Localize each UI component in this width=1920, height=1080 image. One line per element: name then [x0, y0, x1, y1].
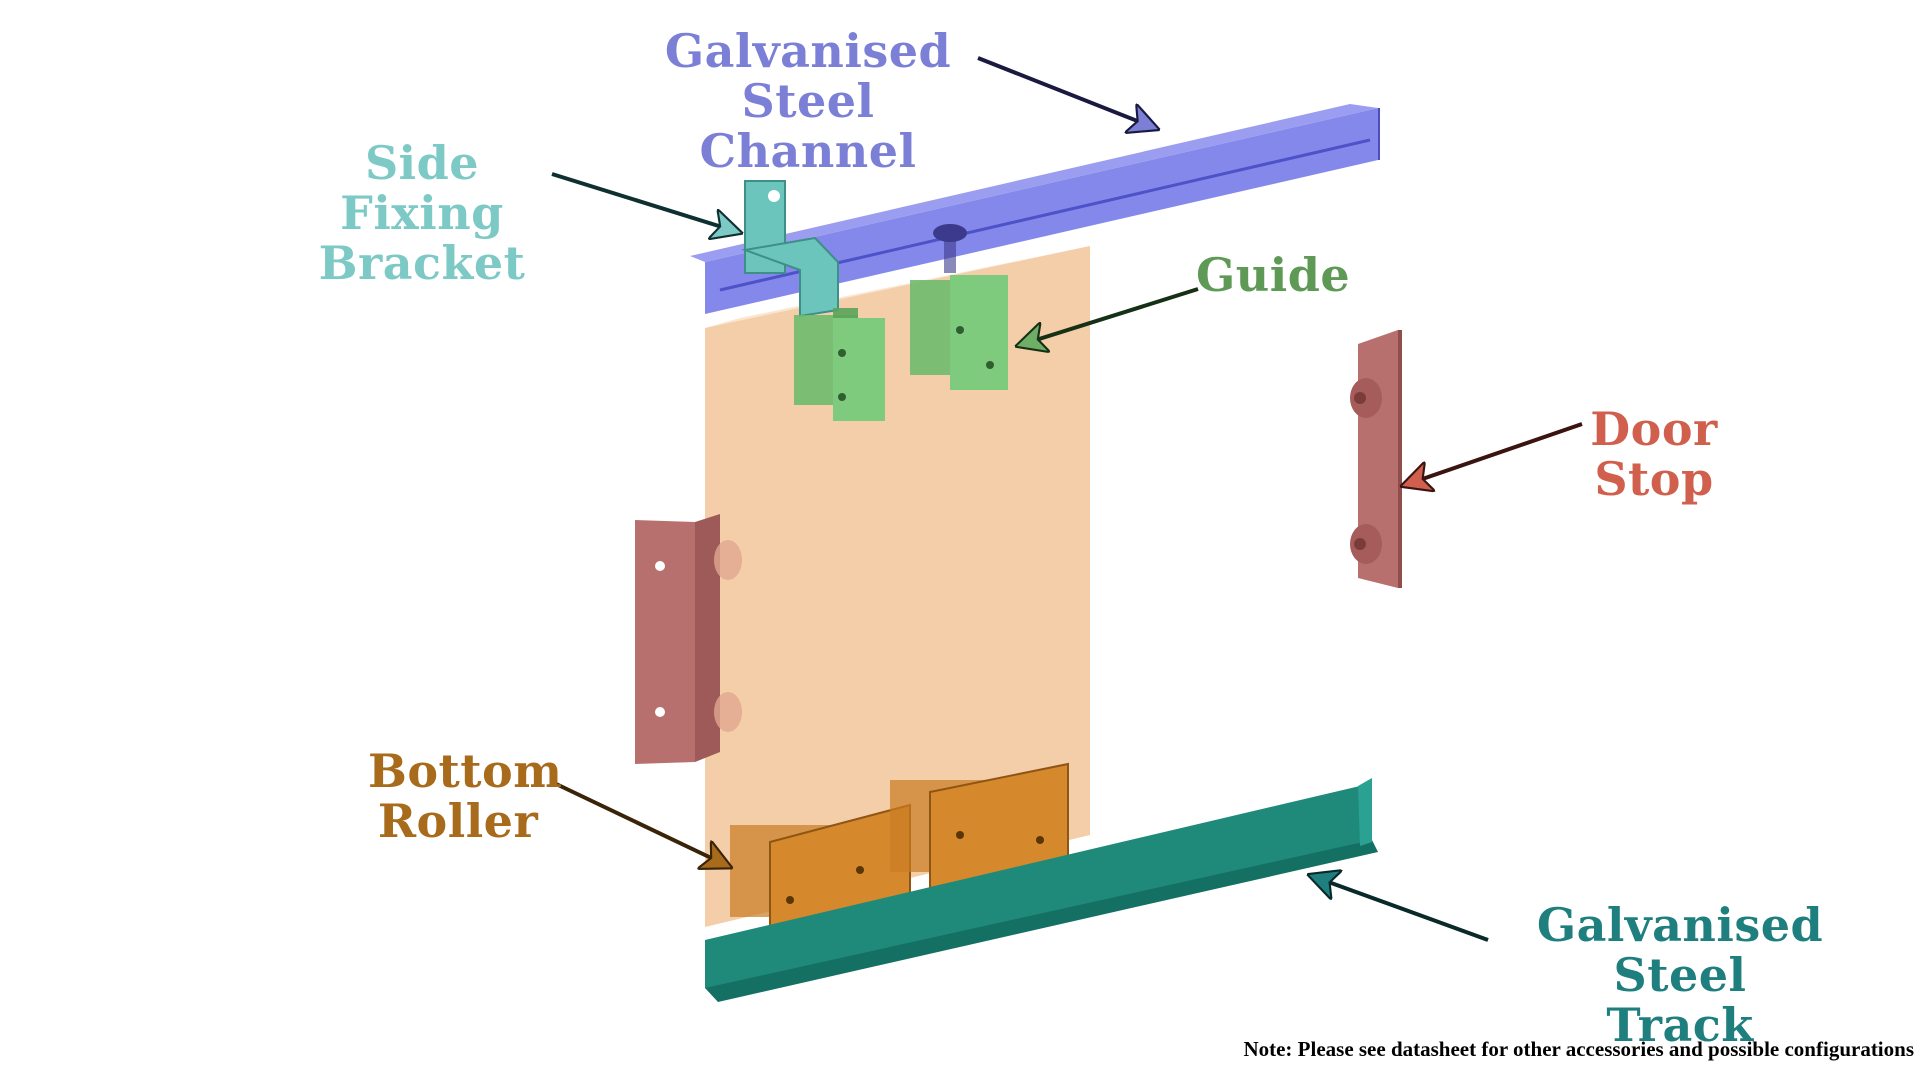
label-line: Door	[1590, 402, 1718, 456]
arrow-icon	[551, 780, 728, 866]
guide-right	[910, 224, 1008, 390]
label-side-fixing-bracket: Side Fixing Bracket	[290, 138, 554, 288]
bottom-roller-left	[730, 803, 911, 933]
label-line: Galvanised Steel	[1536, 898, 1824, 1002]
footnote: Note: Please see datasheet for other acc…	[1243, 1037, 1914, 1061]
arrow-icon	[977, 56, 1155, 128]
label-line: Bottom	[368, 744, 563, 798]
door-stop-right	[1350, 330, 1402, 588]
arrow-icon	[1312, 876, 1489, 942]
label-guide: Guide	[1196, 248, 1351, 302]
side-fixing-bracket	[741, 180, 839, 318]
label-line: Bracket	[318, 236, 526, 290]
label-line: Roller	[377, 794, 539, 848]
label-line: Channel	[699, 124, 917, 178]
arrow-icon	[1405, 422, 1583, 485]
label-line: Galvanised Steel	[664, 24, 952, 128]
label-galvanised-steel-channel: Galvanised Steel Channel	[608, 26, 1008, 176]
arrow-icon	[1020, 287, 1199, 345]
galvanised-steel-track	[705, 778, 1378, 1002]
label-door-stop: Door Stop	[1584, 404, 1724, 504]
label-galvanised-steel-track: Galvanised Steel Track	[1480, 900, 1880, 1050]
door-stop-left	[635, 514, 742, 764]
label-line: Side Fixing	[340, 136, 504, 240]
arrow-icon	[551, 172, 738, 232]
label-bottom-roller: Bottom Roller	[368, 744, 563, 848]
label-line: Track	[1606, 998, 1754, 1052]
bottom-roller-right	[890, 762, 1069, 893]
label-line: Stop	[1594, 452, 1714, 506]
guide-left	[794, 308, 885, 421]
label-line: Guide	[1196, 248, 1351, 302]
